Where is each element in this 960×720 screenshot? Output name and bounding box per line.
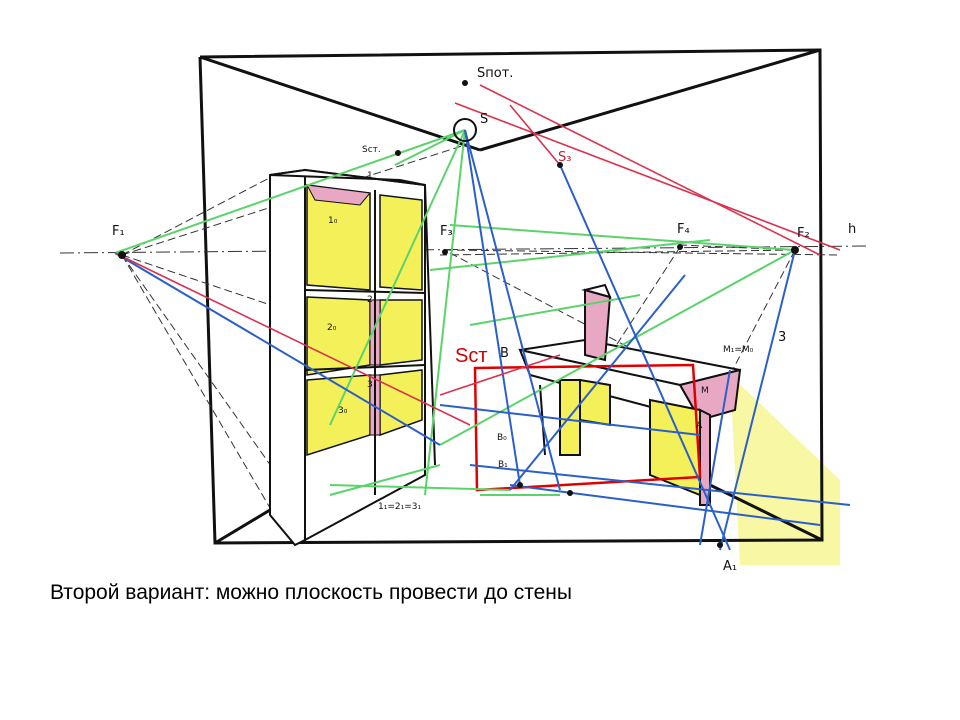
perspective-drawing: h F₁ F₂ F₃ F₄ S Sпот. Sст. S₃ Sст B B₀ B… <box>59 48 871 574</box>
label-n3: 3 <box>367 380 373 390</box>
bookcase <box>269 168 436 547</box>
label-s-pot: Sпот. <box>477 66 513 81</box>
label-n10: 1₀ <box>328 216 338 226</box>
picture-plane-frame <box>473 363 702 492</box>
label-f4: F₄ <box>677 222 690 237</box>
label-n20: 2₀ <box>327 323 337 333</box>
construction-lines <box>121 144 841 526</box>
label-b1: B₁ <box>498 460 508 470</box>
label-eq: 1₁=2₁=3₁ <box>378 502 421 512</box>
slide-caption: Второй вариант: можно плоскость провести… <box>50 581 572 604</box>
label-s: S <box>480 112 488 127</box>
label-s-st-red: Sст <box>455 345 488 367</box>
label-num3: 3 <box>778 330 786 345</box>
label-f2: F₂ <box>797 226 810 241</box>
label-m: M <box>701 386 709 396</box>
label-f1: F₁ <box>112 224 125 239</box>
blue-rays <box>114 129 851 551</box>
label-n1: 1 <box>367 171 373 181</box>
label-m1m0: M₁=M₀ <box>723 345 754 355</box>
label-a: A <box>696 421 703 431</box>
viewpoint-circle <box>453 118 477 142</box>
label-s3: S₃ <box>558 150 571 165</box>
horizon-label: h <box>848 222 856 237</box>
floor-shade <box>730 375 840 565</box>
label-f3: F₃ <box>440 224 453 239</box>
red-rays <box>114 84 841 426</box>
label-n30: 3₀ <box>338 406 348 416</box>
label-b: B <box>500 346 509 361</box>
label-n2: 2 <box>367 295 373 305</box>
label-s-st-small: Sст. <box>362 145 381 155</box>
label-b0: B₀ <box>497 433 507 443</box>
green-rays <box>114 129 796 496</box>
room-outline <box>198 48 824 545</box>
points <box>118 80 799 548</box>
label-a1: A₁ <box>723 559 737 574</box>
